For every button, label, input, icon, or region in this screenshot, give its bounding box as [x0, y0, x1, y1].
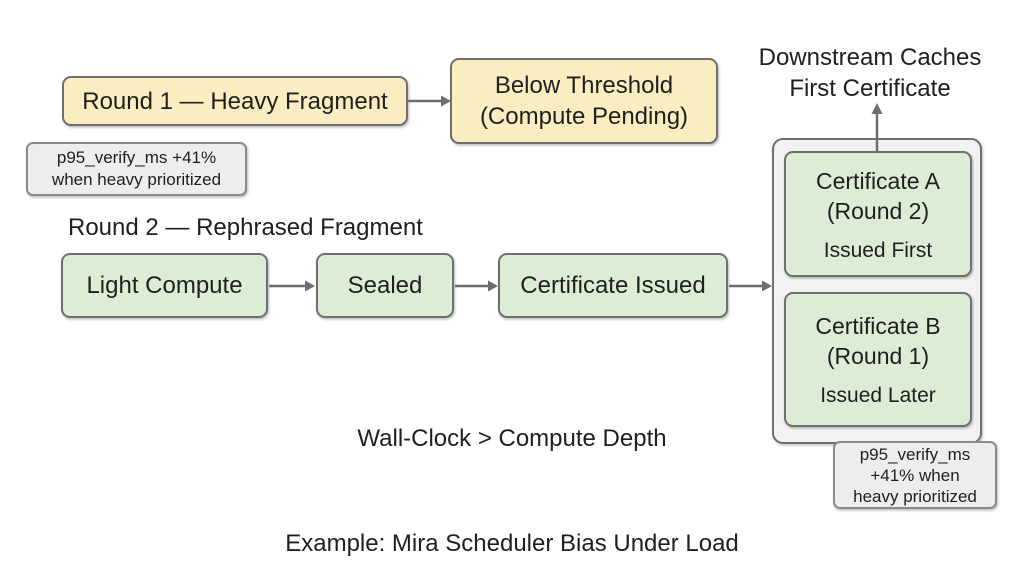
- flow-node-sealed: Sealed: [316, 253, 454, 318]
- flow-node-certificate-a: Certificate A (Round 2) Issued First: [784, 151, 972, 277]
- arrow-right-icon: [455, 280, 498, 292]
- certificate-a-status: Issued First: [823, 238, 933, 262]
- arrow-right-icon: [729, 280, 772, 292]
- arrow-up-icon: [871, 103, 883, 152]
- certificate-b-status: Issued Later: [820, 384, 936, 407]
- flow-node-light-compute: Light Compute: [61, 253, 268, 318]
- flow-node-below-threshold: Below Threshold (Compute Pending): [450, 58, 718, 144]
- label-wall-clock-comparison: Wall-Clock > Compute Depth: [357, 425, 667, 452]
- label-round2-rephrased: Round 2 — Rephrased Fragment: [68, 214, 423, 241]
- certificate-a-title: Certificate A (Round 2): [816, 167, 940, 224]
- flow-node-certificate-issued: Certificate Issued: [498, 253, 728, 318]
- flow-node-certificate-b: Certificate B (Round 1) Issued Later: [784, 292, 972, 427]
- certificate-b-title: Certificate B (Round 1): [815, 313, 941, 369]
- note-p95-verify-top: p95_verify_ms +41% when heavy prioritize…: [26, 142, 247, 196]
- label-example-caption: Example: Mira Scheduler Bias Under Load: [285, 530, 739, 557]
- note-p95-verify-bottom: p95_verify_ms +41% when heavy prioritize…: [833, 441, 997, 509]
- arrow-right-icon: [269, 280, 315, 292]
- flow-node-round1-heavy-fragment: Round 1 — Heavy Fragment: [62, 76, 408, 126]
- label-downstream-caches: Downstream Caches First Certificate: [758, 44, 982, 102]
- arrow-right-icon: [408, 95, 451, 107]
